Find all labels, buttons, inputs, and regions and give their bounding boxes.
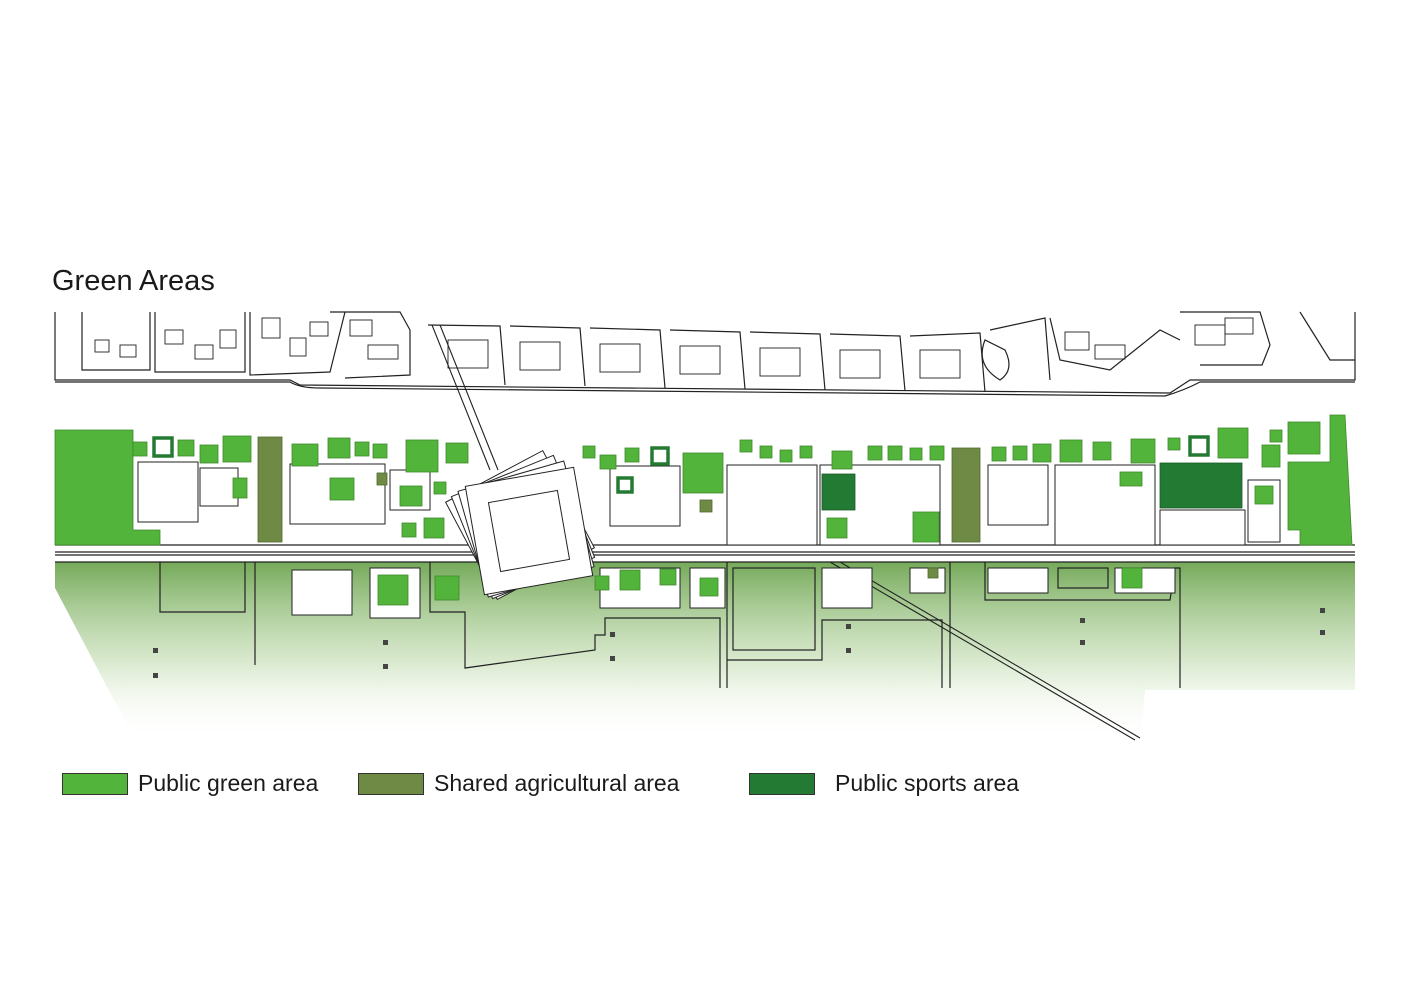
legend-swatch-shared-agricultural (358, 772, 424, 795)
legend-item-public-sports: Public sports area (749, 770, 1019, 797)
legend-label-shared-agricultural: Shared agricultural area (434, 770, 680, 796)
legend-swatch-public-green (62, 772, 128, 795)
diagonal-roads (431, 324, 1141, 741)
north-urban-zone (54, 311, 1356, 397)
field-markers (153, 608, 1325, 678)
green-area-west (54, 429, 161, 546)
green-area-east (1287, 414, 1353, 546)
north-buildings (94, 317, 1254, 379)
legend-swatch-public-sports (749, 772, 815, 795)
framed-green-squares (152, 435, 1210, 494)
legend-label-public-sports: Public sports area (835, 770, 1020, 796)
main-boulevard (55, 544, 1355, 563)
public-sports-areas (821, 462, 1243, 511)
legend-item-public-green: Public green area (62, 770, 318, 797)
map-title: Green Areas (52, 265, 215, 297)
legend-item-shared-agricultural: Shared agricultural area (358, 770, 679, 797)
central-landmark (444, 449, 596, 601)
legend-label-public-green: Public green area (138, 770, 319, 796)
south-parcels (159, 562, 1181, 688)
public-green-areas (54, 414, 1353, 606)
shared-agricultural-areas (257, 436, 981, 579)
